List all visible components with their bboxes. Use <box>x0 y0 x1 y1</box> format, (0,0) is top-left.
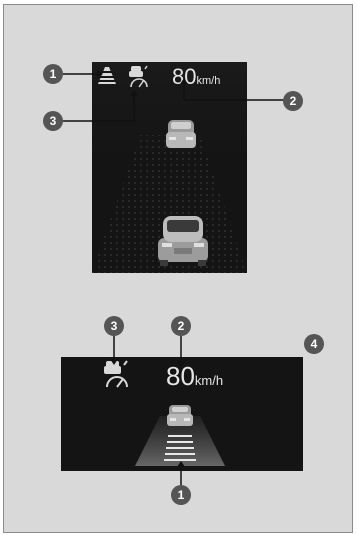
callout-1-bottom: 1 <box>171 485 191 505</box>
callout-2-bottom: 2 <box>171 316 191 336</box>
callout-3-bottom: 3 <box>104 316 124 336</box>
callout-4: 4 <box>304 334 324 354</box>
